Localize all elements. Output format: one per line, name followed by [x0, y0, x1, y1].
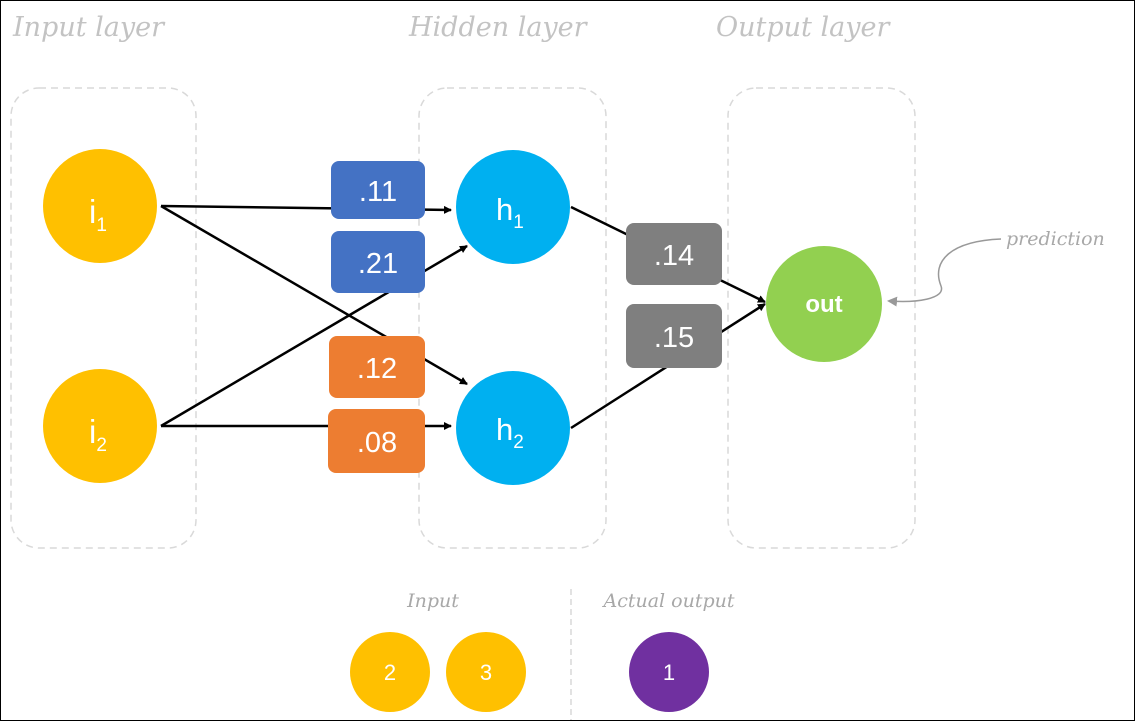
node-letter: h — [496, 192, 513, 227]
node-letter: i — [89, 413, 96, 450]
node-out: out — [766, 246, 882, 362]
node-out-label: out — [805, 291, 842, 318]
weight-box-i1-h2: .12 — [329, 336, 425, 398]
weight-label: .21 — [358, 248, 398, 280]
weight-box-i1-h1: .11 — [331, 161, 425, 219]
weight-box-i2-h1: .21 — [331, 231, 425, 293]
weight-box-i2-h2: .08 — [328, 409, 425, 473]
weight-label: .14 — [654, 240, 694, 272]
svg-text:h1: h1 — [496, 192, 524, 233]
weight-label: .12 — [357, 353, 397, 385]
legend-output-label: Actual output — [601, 590, 734, 612]
hidden-layer-title: Hidden layer — [408, 12, 589, 43]
node-subscript: 2 — [513, 432, 524, 453]
legend-input-label: Input — [406, 590, 459, 612]
node-letter: h — [496, 412, 513, 447]
output-layer-box — [727, 87, 916, 549]
node-subscript: 1 — [96, 215, 107, 236]
input-value-1: 2 — [350, 632, 430, 712]
node-h1: h1 — [456, 150, 570, 264]
svg-text:i1: i1 — [89, 193, 107, 236]
weight-box-h1-out: .14 — [626, 223, 722, 285]
node-h2: h2 — [456, 371, 570, 485]
node-letter: i — [89, 193, 96, 230]
input-value-label: 2 — [384, 660, 396, 685]
svg-text:i2: i2 — [89, 413, 107, 456]
prediction-arrow — [887, 238, 1002, 307]
svg-text:h2: h2 — [496, 412, 524, 453]
input-value-2: 3 — [446, 632, 526, 712]
weight-label: .11 — [359, 176, 397, 208]
input-layer-box — [10, 87, 197, 549]
input-layer-title: Input layer — [12, 12, 166, 43]
node-i1: i1 — [43, 149, 157, 263]
output-layer-title: Output layer — [716, 12, 891, 43]
weight-box-h2-out: .15 — [626, 304, 722, 368]
node-i2: i2 — [43, 369, 157, 483]
hidden-layer-box — [418, 87, 607, 549]
input-value-label: 3 — [480, 660, 492, 685]
node-subscript: 2 — [96, 435, 107, 456]
actual-output-label: 1 — [663, 660, 675, 685]
weight-label: .08 — [357, 427, 397, 459]
prediction-label: prediction — [1006, 228, 1105, 250]
weight-label: .15 — [654, 322, 694, 354]
actual-output-value: 1 — [629, 632, 709, 712]
node-subscript: 1 — [513, 212, 524, 233]
